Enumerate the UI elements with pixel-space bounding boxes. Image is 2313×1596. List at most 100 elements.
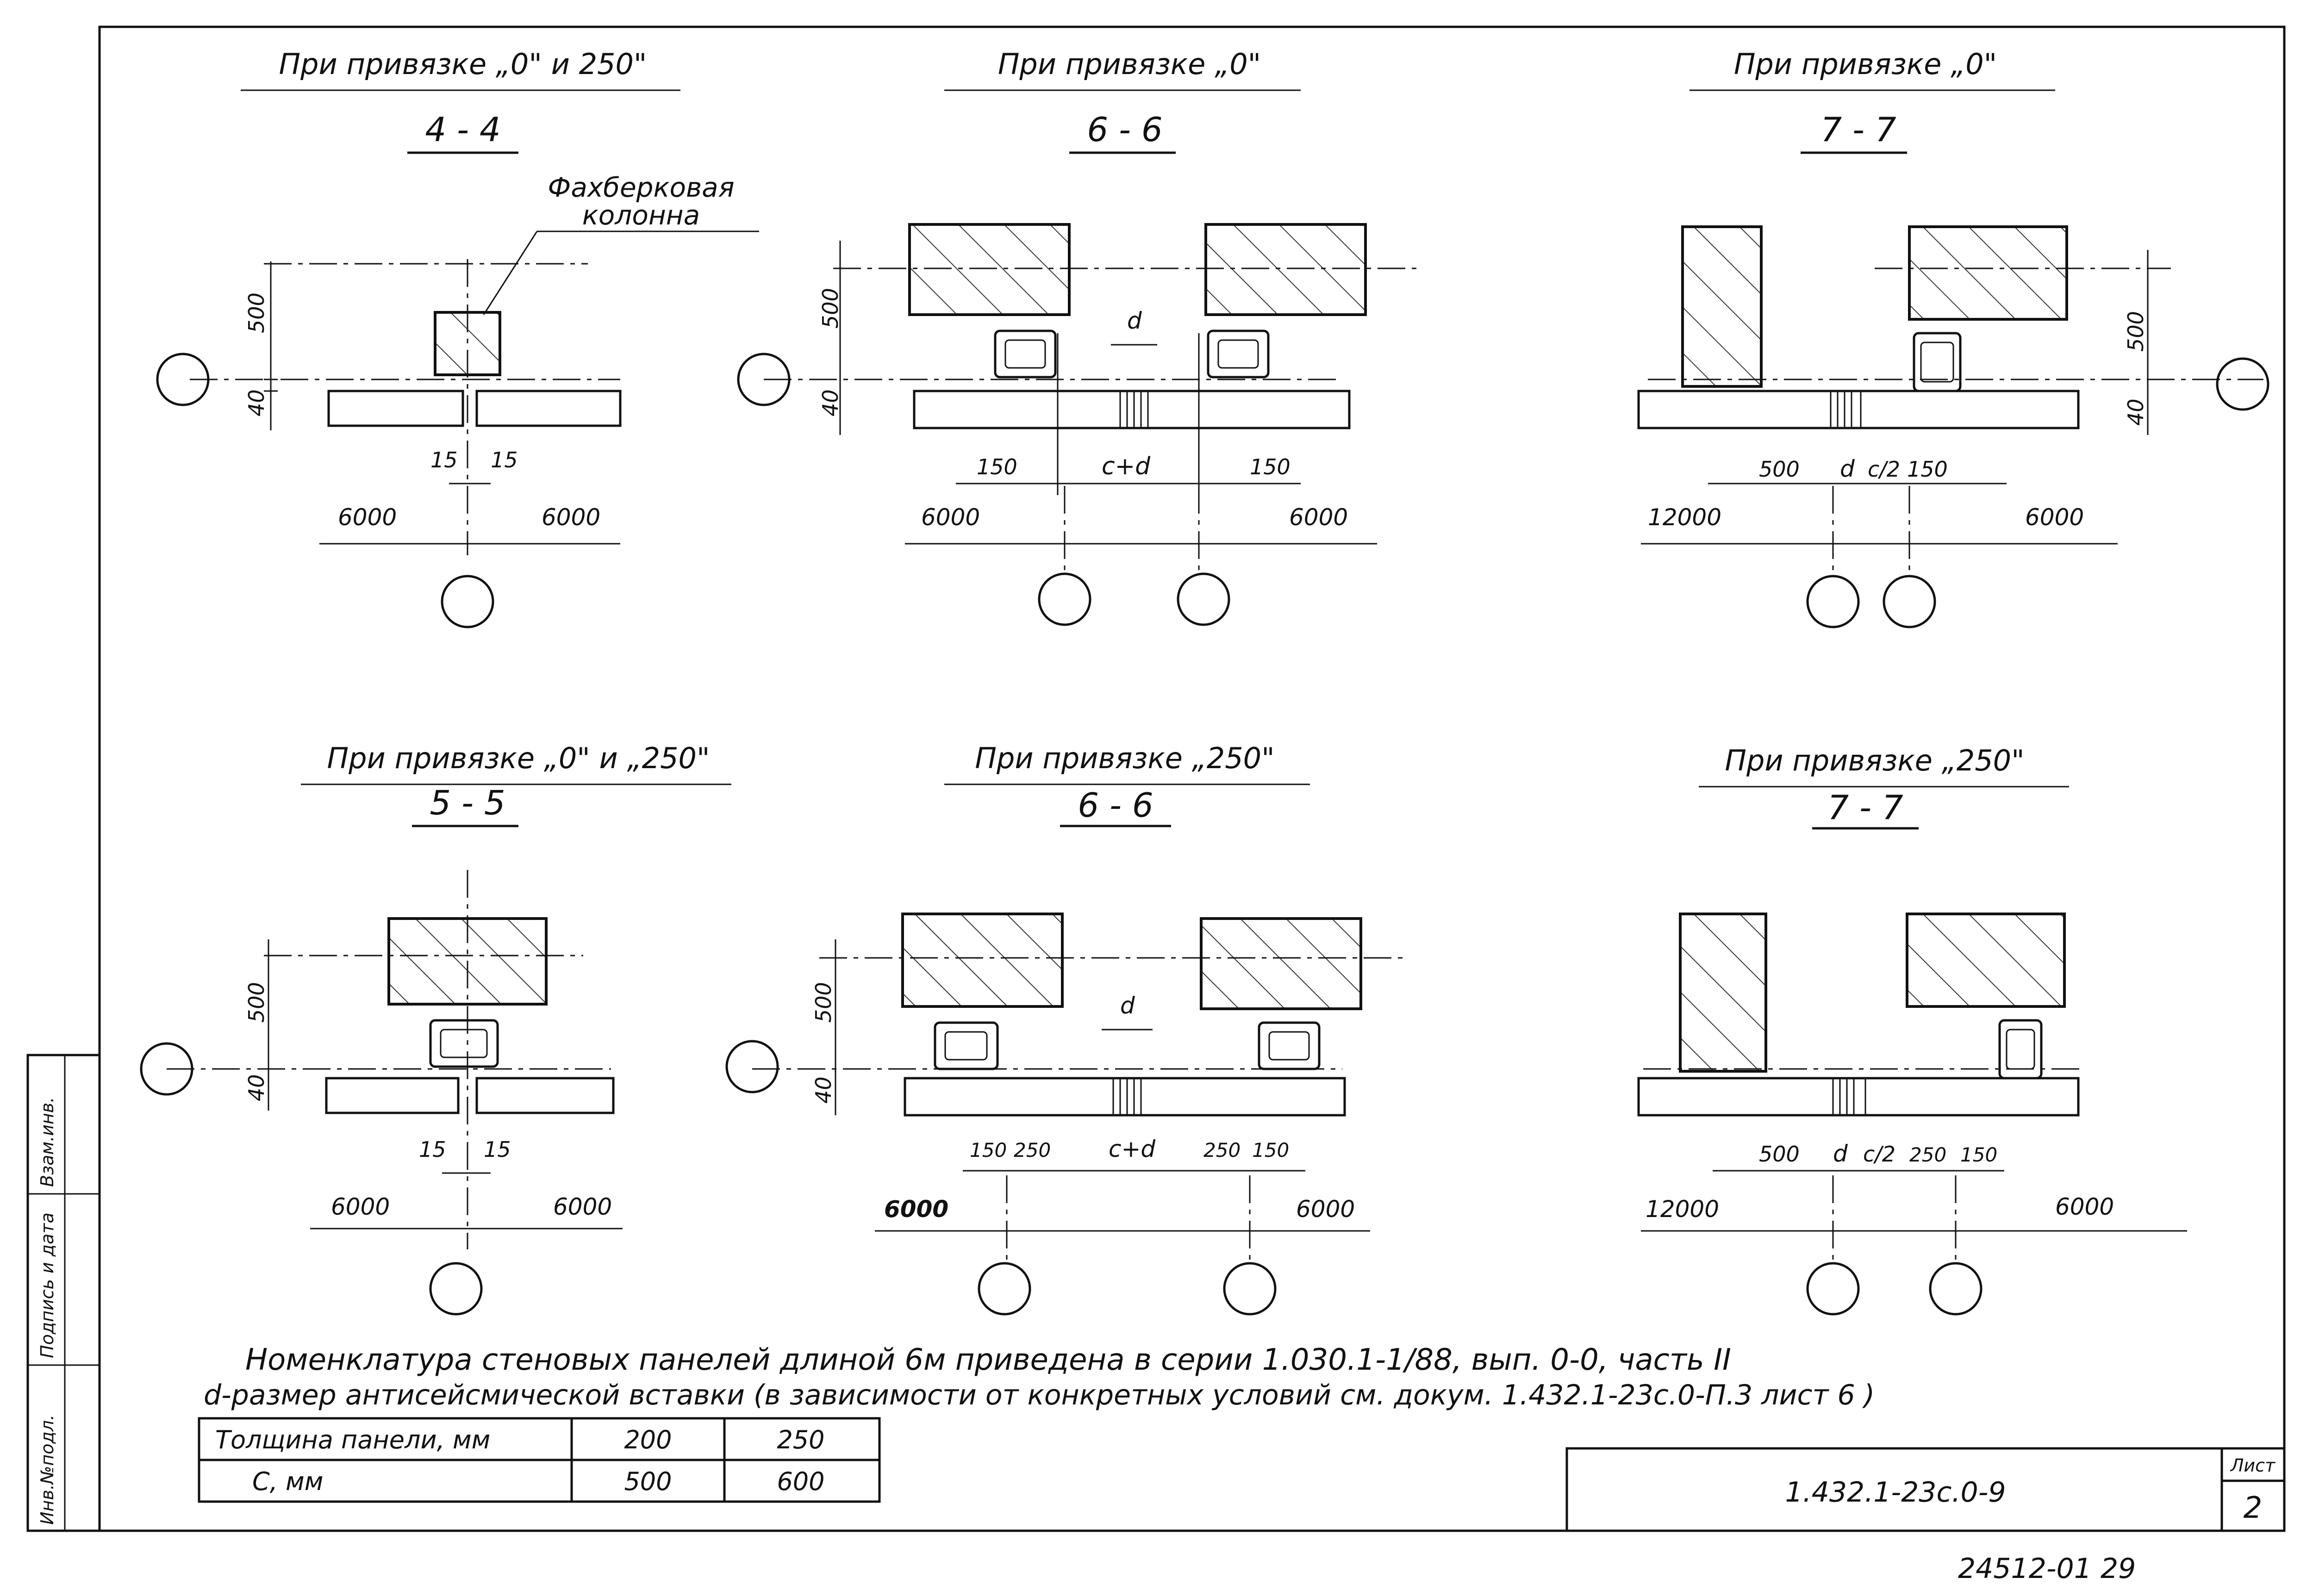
section-5-5-label: 5 - 5	[430, 783, 505, 822]
stamp-sign: Подпись и дата	[37, 1212, 57, 1358]
title-block-sheet-label: Лист	[2230, 1455, 2276, 1476]
post-6-6-right	[1207, 329, 1270, 379]
table-header-c: С, мм	[252, 1467, 324, 1496]
panel-5-5-left	[325, 1077, 460, 1114]
table-header-thickness: Толщина панели, мм	[215, 1425, 490, 1454]
dim-7-7-40: 40	[2123, 398, 2148, 426]
axis-bubble-6-6-250-b	[1223, 1262, 1277, 1316]
section-7-7-zero: При привязке „0" 7 - 7 500 40 500 d c/2 …	[1637, 47, 2269, 628]
dim-6-6-d: d	[1127, 307, 1142, 334]
dim-6-6-cd: c+d	[1102, 453, 1151, 480]
column-7-7-250-left	[1679, 913, 1767, 1073]
axis-bubble-7-7-250-b	[1929, 1262, 1983, 1316]
table-thickness-200: 200	[624, 1425, 672, 1454]
section-6-6-250-label: 6 - 6	[1078, 786, 1153, 825]
dim-5-5-6000b: 6000	[553, 1193, 612, 1220]
axis-bubble-4-4-left	[156, 353, 210, 406]
panel-7-7-250	[1637, 1077, 2080, 1117]
panel-6-6-250	[904, 1077, 1346, 1117]
leader-label-1: Фахберковая	[548, 172, 734, 203]
post-6-6-left	[994, 329, 1057, 379]
dim-6-6-250-40: 40	[811, 1076, 836, 1104]
dim-5-5-15a: 15	[419, 1137, 446, 1162]
panel-7-7	[1637, 390, 2080, 429]
axis-bubble-6-6-b	[1177, 572, 1230, 626]
panel-6-6	[913, 390, 1351, 429]
column-7-7-250-right	[1906, 913, 2066, 1008]
column-6-6-250-left	[901, 913, 1064, 1008]
dim-6-6-150a: 150	[977, 454, 1017, 479]
dim-7-7-250-c2: c/2	[1863, 1142, 1895, 1167]
dim-4-4-40: 40	[244, 389, 269, 416]
column-7-7-left	[1681, 225, 1763, 388]
dim-6-6-150b: 150	[1250, 454, 1291, 479]
dim-7-7-150: 150	[1907, 457, 1948, 482]
dim-7-7-250-150: 150	[1960, 1143, 1997, 1166]
table-thickness-250: 250	[777, 1425, 824, 1454]
title-block-code: 1.432.1-23с.0-9	[1785, 1476, 2006, 1509]
dim-6-6-250-6000a: 6000	[884, 1196, 948, 1223]
dim-5-5-15b: 15	[484, 1137, 511, 1162]
dim-6-6-6000a: 6000	[921, 504, 980, 531]
panel-5-5-right	[475, 1077, 615, 1114]
section-6-6-zero: При привязке „0" 6 - 6 d 500 40 150 c+d …	[737, 47, 1416, 626]
stamp-replace: Взам.инв.	[37, 1097, 57, 1187]
section-5-5: При привязке „0" и „250" 5 - 5 500 40 15…	[140, 741, 731, 1316]
column-6-6-left	[908, 223, 1071, 316]
dim-4-4-500: 500	[244, 292, 269, 333]
section-7-7-250: При привязке „250" 7 - 7 500 d c/2 250 1…	[1637, 744, 2187, 1316]
section-7-7-zero-caption: При привязке „0"	[1734, 47, 1997, 81]
dim-6-6-250-6000b: 6000	[1296, 1196, 1355, 1223]
section-6-6-250: При привязке „250" 6 - 6 d 500 40 150 25…	[725, 741, 1407, 1316]
dim-7-7-250-500: 500	[1759, 1142, 1800, 1167]
section-6-6-250-caption: При привязке „250"	[975, 741, 1274, 775]
panel-4-4-right	[475, 390, 622, 427]
dim-5-5-500: 500	[244, 982, 269, 1023]
post-6-6-250-right	[1258, 1021, 1321, 1070]
dim-5-5-6000a: 6000	[331, 1193, 390, 1220]
title-block-sheet-no: 2	[2244, 1491, 2263, 1525]
leader-label-2: колонна	[582, 199, 700, 231]
dim-4-4-6000b: 6000	[542, 504, 600, 531]
table-c-500: 500	[624, 1467, 672, 1496]
dim-7-7-500b: 500	[1759, 457, 1800, 482]
axis-bubble-6-6-a	[1038, 572, 1091, 626]
axis-bubble-7-7-a	[1806, 575, 1860, 628]
section-4-4: При привязке „0" и 250" 4 - 4 Фахберкова…	[156, 47, 759, 628]
dim-6-6-250-250b: 250	[1203, 1139, 1241, 1161]
axis-bubble-6-6-left	[737, 353, 791, 406]
section-6-6-zero-label: 6 - 6	[1087, 110, 1162, 149]
dim-4-4-6000a: 6000	[338, 504, 397, 531]
section-5-5-caption: При привязке „0" и „250"	[327, 741, 710, 775]
column-6-6-250-right	[1200, 917, 1362, 1010]
dim-6-6-500: 500	[818, 288, 843, 329]
dim-6-6-250-250a: 250	[1014, 1139, 1051, 1161]
dim-4-4-15b: 15	[491, 447, 518, 472]
dim-6-6-250-150a: 150	[970, 1139, 1007, 1161]
dim-7-7-6000: 6000	[2025, 504, 2084, 531]
notes: Номенклатура стеновых панелей длиной 6м …	[204, 1343, 1875, 1411]
dim-6-6-40: 40	[818, 389, 843, 416]
axis-bubble-5-5-left	[140, 1042, 193, 1096]
section-7-7-zero-label: 7 - 7	[1820, 110, 1896, 149]
dim-7-7-250-12000: 12000	[1646, 1196, 1719, 1223]
dim-7-7-500: 500	[2123, 311, 2148, 352]
note-2: d-размер антисейсмической вставки (в зав…	[204, 1379, 1875, 1411]
post-5-5	[429, 1019, 499, 1068]
dim-4-4-15a: 15	[430, 447, 458, 472]
dim-6-6-250-150b: 150	[1252, 1139, 1289, 1161]
dim-6-6-6000b: 6000	[1289, 504, 1348, 531]
panel-4-4-left	[327, 390, 464, 427]
axis-bubble-7-7-b	[1883, 575, 1936, 628]
insert-7-7-250	[1832, 1077, 1866, 1116]
dim-7-7-12000: 12000	[1648, 504, 1721, 531]
archive-number: 24512-01 29	[1958, 1553, 2136, 1585]
axis-bubble-7-7-right	[2216, 357, 2269, 411]
dim-7-7-c2: c/2	[1868, 457, 1900, 482]
axis-bubble-6-6-250-left	[725, 1040, 779, 1093]
dim-5-5-40: 40	[244, 1074, 269, 1101]
axis-bubble-7-7-250-a	[1806, 1262, 1860, 1316]
axis-bubble-4-4-bottom	[441, 575, 494, 628]
column-4-4	[434, 311, 501, 376]
